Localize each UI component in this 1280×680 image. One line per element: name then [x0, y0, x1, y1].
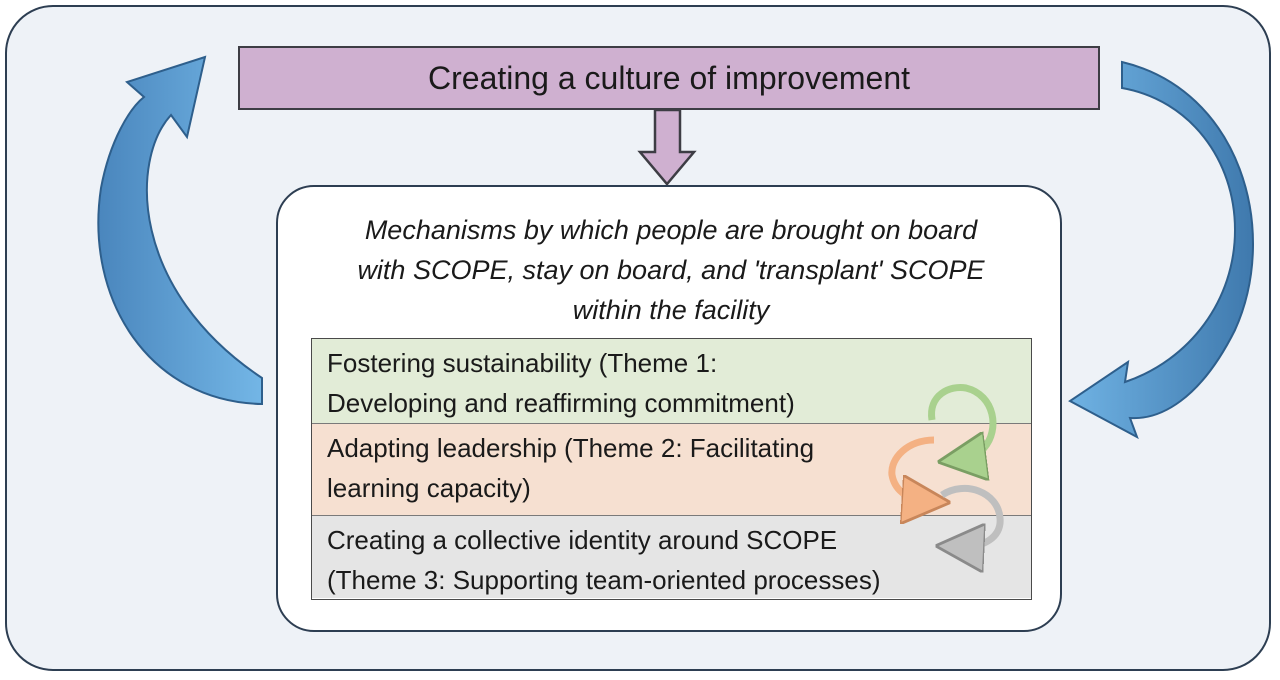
theme-row-1: Fostering sustainability (Theme 1: Devel…	[312, 339, 1031, 424]
theme-row-2: Adapting leadership (Theme 2: Facilitati…	[312, 424, 1031, 516]
down-arrow-icon	[637, 108, 697, 186]
theme-row-3: Creating a collective identity around SC…	[312, 516, 1031, 598]
theme-2-line: Adapting leadership (Theme 2: Facilitati…	[327, 433, 815, 463]
mechanisms-line: within the facility	[572, 295, 770, 325]
theme-1-line: Developing and reaffirming commitment)	[327, 388, 795, 418]
mechanisms-line: with SCOPE, stay on board, and 'transpla…	[357, 255, 985, 285]
theme-3-line: (Theme 3: Supporting team-oriented proce…	[327, 565, 881, 595]
banner-title: Creating a culture of improvement	[428, 59, 910, 96]
curved-arrow-left-icon	[1068, 60, 1254, 440]
culture-banner: Creating a culture of improvement	[238, 46, 1100, 110]
themes-table: Fostering sustainability (Theme 1: Devel…	[311, 338, 1032, 600]
theme-1-line: Fostering sustainability (Theme 1:	[327, 348, 718, 378]
theme-2-line: learning capacity)	[327, 473, 531, 503]
theme-3-line: Creating a collective identity around SC…	[327, 525, 838, 555]
curved-arrow-up-icon	[97, 55, 263, 406]
mechanisms-description: Mechanisms by which people are brought o…	[318, 210, 1024, 330]
mechanisms-line: Mechanisms by which people are brought o…	[364, 215, 978, 245]
